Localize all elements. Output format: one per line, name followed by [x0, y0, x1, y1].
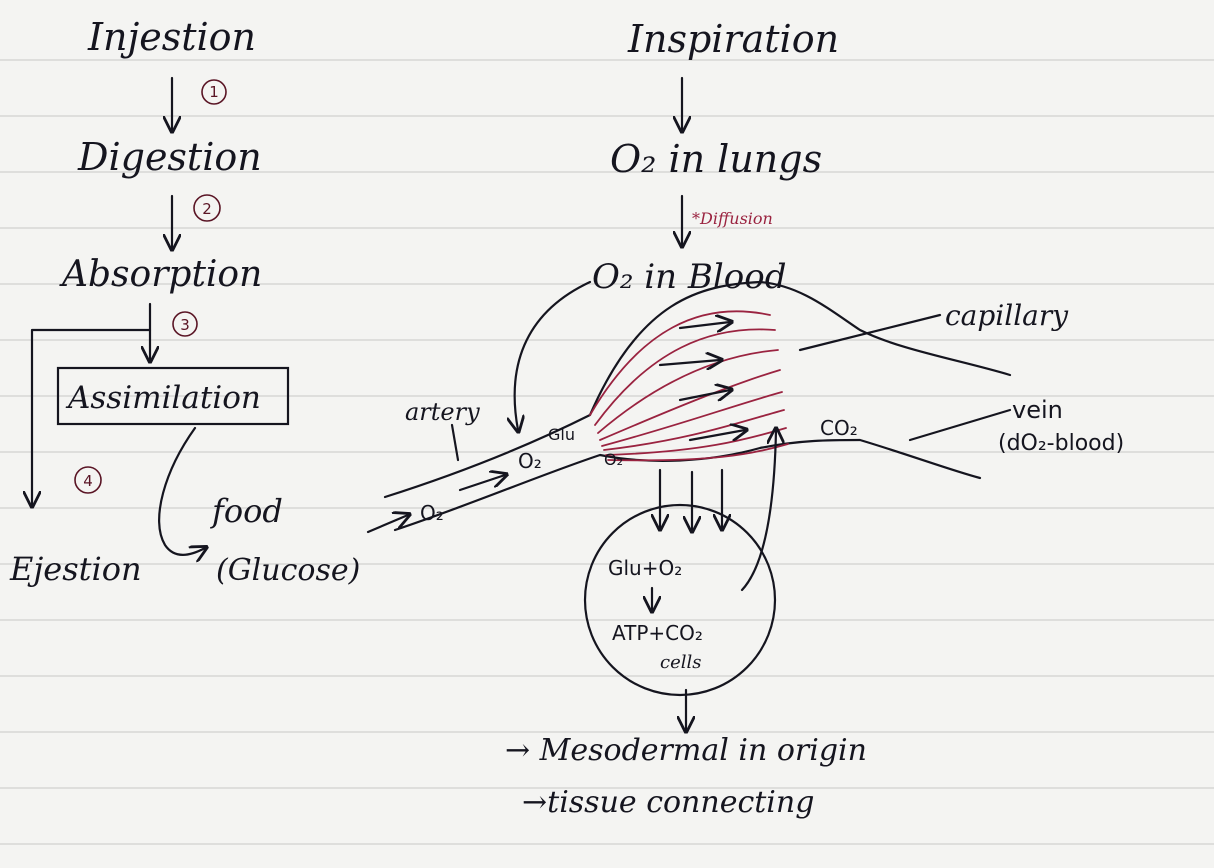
- vessel-bottom-wall: [395, 440, 980, 530]
- ejection-label: Ejestion: [9, 550, 142, 588]
- capillary-pointer: [800, 315, 940, 350]
- o2-artery-bottom: O₂: [420, 501, 444, 525]
- absorption-label: Absorption: [59, 254, 262, 295]
- artery-pointer: [452, 425, 458, 460]
- step-2-number: 2: [202, 200, 212, 218]
- arrow-blood-artery: [515, 282, 590, 430]
- vessel-top-wall: [385, 282, 1010, 497]
- o2-capillary-label: O₂: [604, 450, 623, 469]
- vein-note: (dO₂-blood): [998, 431, 1124, 456]
- ingestion-label: Injestion: [87, 15, 256, 59]
- cell-reaction-line2: ATP+CO₂: [612, 621, 703, 645]
- o2-lungs-label: O₂ in lungs: [610, 137, 822, 181]
- food-label: food: [210, 492, 283, 530]
- cell-label: cells: [660, 652, 701, 673]
- glucose-label: (Glucose): [216, 553, 360, 588]
- vein-label: vein: [1012, 396, 1063, 424]
- step-1-number: 1: [209, 83, 219, 101]
- diffusion-label: *Diffusion: [692, 209, 773, 228]
- artery-label: artery: [405, 398, 480, 426]
- note-mesodermal: → Mesodermal in origin: [505, 733, 867, 768]
- cell-reaction-line1: Glu+O₂: [608, 556, 682, 580]
- co2-label: CO₂: [820, 416, 858, 440]
- glu-label: Glu: [548, 425, 575, 444]
- inspiration-label: Inspiration: [627, 17, 839, 61]
- step-3-number: 3: [180, 316, 190, 334]
- arrow-artery-flow-1: [460, 475, 505, 490]
- assimilation-label: Assimilation: [65, 380, 261, 416]
- arrow-assimilation-food: [159, 428, 205, 555]
- o2-blood-label: O₂ in Blood: [592, 257, 786, 297]
- note-tissue: →tissue connecting: [522, 785, 814, 820]
- digestion-label: Digestion: [77, 135, 262, 179]
- capillary-label: capillary: [945, 299, 1069, 332]
- arrow-artery-flow-2: [368, 515, 408, 532]
- capillary-bundle: [590, 311, 788, 460]
- o2-artery-top: O₂: [518, 449, 542, 473]
- vein-pointer: [910, 410, 1010, 440]
- step-4-number: 4: [83, 472, 93, 490]
